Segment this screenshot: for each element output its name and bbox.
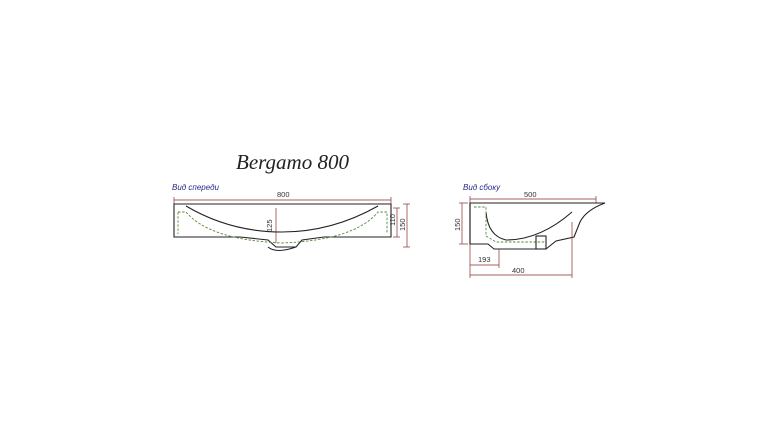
side-view: 500 150 193 400	[453, 190, 606, 278]
side-offset-label: 193	[478, 255, 491, 264]
side-bowl-curve	[485, 211, 573, 241]
front-rim-height-label: 110	[388, 214, 397, 226]
product-title: Bergamo 800	[236, 150, 349, 174]
side-drain-outline	[535, 235, 547, 250]
side-depth-label: 500	[524, 190, 537, 199]
front-bowl-curve	[185, 205, 379, 233]
front-basin-outline	[173, 203, 392, 248]
side-basin-outline	[469, 202, 606, 250]
front-view: 800 125 110 150	[173, 190, 410, 252]
side-height-label: 150	[453, 218, 462, 231]
front-bowl-hidden-line	[178, 211, 388, 244]
front-width-label: 800	[277, 190, 290, 199]
side-bowl-depth-label: 400	[512, 266, 525, 275]
front-view-label: Вид спереди	[172, 183, 219, 192]
side-bowl-hidden-line	[474, 206, 546, 243]
front-drain-outline	[267, 246, 297, 252]
front-total-height-label: 150	[398, 218, 407, 231]
side-view-label: Вид сбоку	[463, 183, 501, 192]
front-bowl-depth-label: 125	[265, 219, 274, 232]
